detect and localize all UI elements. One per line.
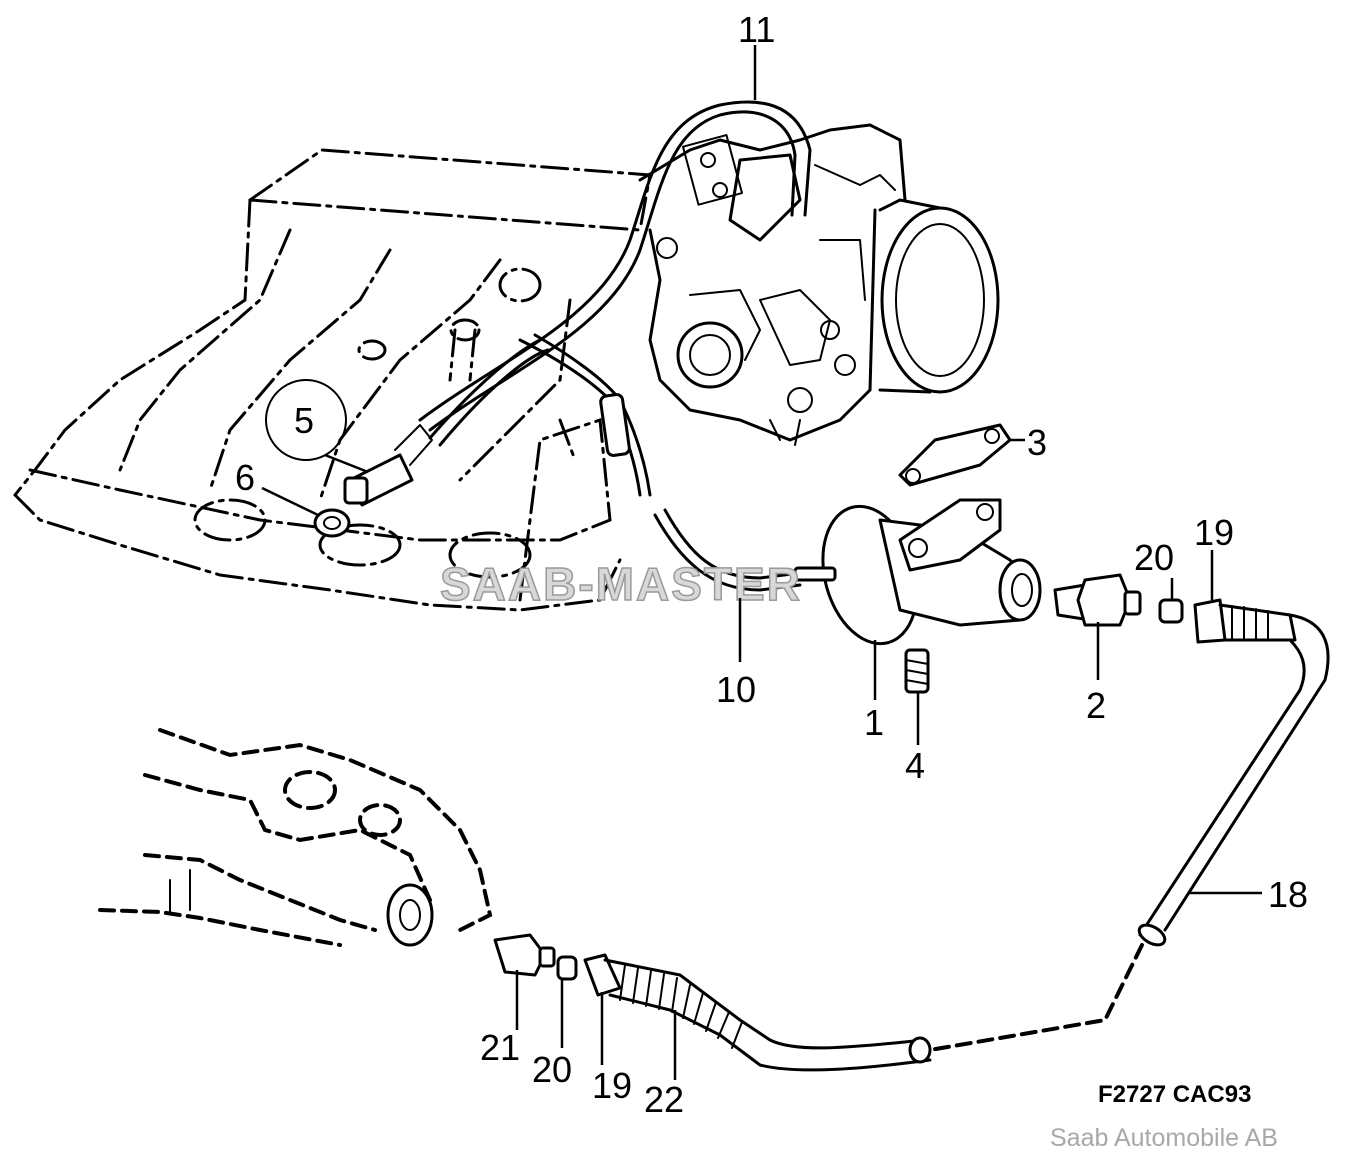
check-valve-5 bbox=[313, 424, 433, 538]
gasket-3 bbox=[898, 423, 1012, 487]
copyright: Saab Automobile AB bbox=[1050, 1124, 1278, 1152]
callout-22: 22 bbox=[644, 1079, 684, 1120]
hose-10 bbox=[518, 333, 802, 592]
bolt-4 bbox=[904, 648, 930, 694]
callout-19-bottom: 19 bbox=[592, 1065, 632, 1106]
vacuum-actuator-1 bbox=[793, 498, 1042, 646]
callout-21: 21 bbox=[480, 1027, 520, 1068]
throttle-body bbox=[638, 123, 1000, 446]
callout-1: 1 bbox=[864, 702, 884, 743]
figure-code: F2727 CAC93 bbox=[1098, 1081, 1251, 1108]
nut-19-top bbox=[1193, 598, 1297, 644]
callout-11: 11 bbox=[738, 9, 775, 50]
fitting-2 bbox=[1053, 573, 1142, 627]
leader-lines bbox=[261, 45, 1262, 1080]
watermark: SAAB-MASTER bbox=[440, 558, 802, 610]
intake-manifold bbox=[13, 148, 652, 612]
callout-3: 3 bbox=[1027, 422, 1047, 463]
hose-18 bbox=[928, 613, 1330, 1052]
hose-22 bbox=[603, 958, 932, 1072]
washer-20-bottom bbox=[556, 955, 578, 981]
callout-19-top: 19 bbox=[1194, 512, 1234, 553]
hose-11 bbox=[418, 100, 812, 447]
lower-manifold bbox=[98, 728, 493, 947]
callout-20-bottom: 20 bbox=[532, 1049, 572, 1090]
callout-5: 5 bbox=[294, 400, 314, 441]
washer-20-top bbox=[1158, 598, 1184, 624]
callout-2: 2 bbox=[1086, 685, 1106, 726]
callouts: 11 5 6 3 10 1 4 2 20 19 18 21 20 19 22 bbox=[235, 9, 1308, 1120]
callout-10: 10 bbox=[716, 669, 756, 710]
fitting-21 bbox=[493, 933, 556, 977]
callout-4: 4 bbox=[905, 745, 925, 786]
callout-20-top: 20 bbox=[1134, 537, 1174, 578]
callout-18: 18 bbox=[1268, 874, 1308, 915]
nut-19-bottom bbox=[583, 953, 622, 997]
callout-6: 6 bbox=[235, 457, 255, 498]
